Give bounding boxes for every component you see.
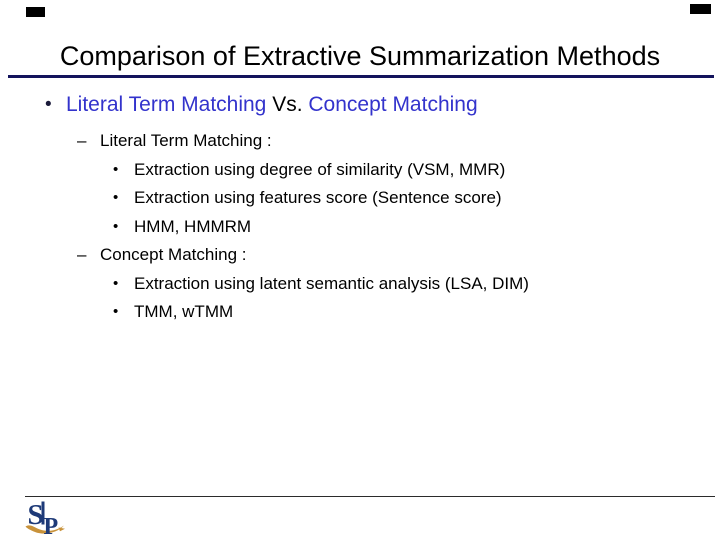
- footer-line: [25, 496, 715, 497]
- section-heading-text: Concept Matching :: [100, 245, 247, 264]
- list-item-text: TMM, wTMM: [134, 302, 234, 321]
- list-item-text: HMM, HMMRM: [134, 216, 252, 236]
- dash-icon: –: [77, 131, 87, 150]
- section-heading-concept: – Concept Matching :: [40, 241, 705, 270]
- term-concept-matching: Concept Matching: [308, 93, 478, 116]
- list-item: • Extraction using latent semantic analy…: [40, 270, 705, 299]
- bullet-icon: •: [113, 274, 119, 292]
- bullet-icon: •: [113, 189, 119, 206]
- logo-swoosh: [25, 525, 64, 534]
- slp-logo-icon: S P: [25, 499, 65, 538]
- corner-mark-right: [690, 4, 711, 14]
- list-item: • TMM, wTMM: [40, 298, 705, 327]
- logo-swoosh-tip: [58, 527, 65, 532]
- title-underline: [8, 75, 714, 78]
- logo-letter-p: P: [44, 514, 59, 538]
- slide-body: • Literal Term Matching Vs. Concept Matc…: [40, 92, 705, 327]
- list-item-text: Extraction using latent semantic analysi…: [134, 273, 529, 293]
- bullet-icon: •: [113, 303, 119, 320]
- list-item-text: Extraction using features score (Sentenc…: [134, 188, 502, 207]
- list-item: • Extraction using features score (Sente…: [40, 184, 705, 213]
- dash-icon: –: [77, 245, 87, 264]
- list-item-text: Extraction using degree of similarity (V…: [134, 159, 506, 179]
- bullet-icon: •: [113, 217, 119, 235]
- slide-title: Comparison of Extractive Summarization M…: [59, 41, 661, 71]
- logo-letter-s: S: [28, 499, 44, 531]
- logo-stem: [41, 501, 45, 525]
- vs-separator: Vs.: [266, 93, 309, 116]
- bullet-icon: •: [45, 94, 52, 115]
- section-heading-literal: – Literal Term Matching :: [40, 127, 705, 156]
- bullet-level1: • Literal Term Matching Vs. Concept Matc…: [40, 92, 705, 118]
- bullet-level1-text: Literal Term Matching Vs. Concept Matchi…: [66, 92, 478, 118]
- term-literal-term-matching: Literal Term Matching: [66, 93, 267, 116]
- bullet-icon: •: [113, 160, 119, 178]
- corner-mark-left: [26, 7, 45, 17]
- list-item: • HMM, HMMRM: [40, 213, 705, 242]
- list-item: • Extraction using degree of similarity …: [40, 156, 705, 185]
- section-heading-text: Literal Term Matching :: [100, 131, 272, 150]
